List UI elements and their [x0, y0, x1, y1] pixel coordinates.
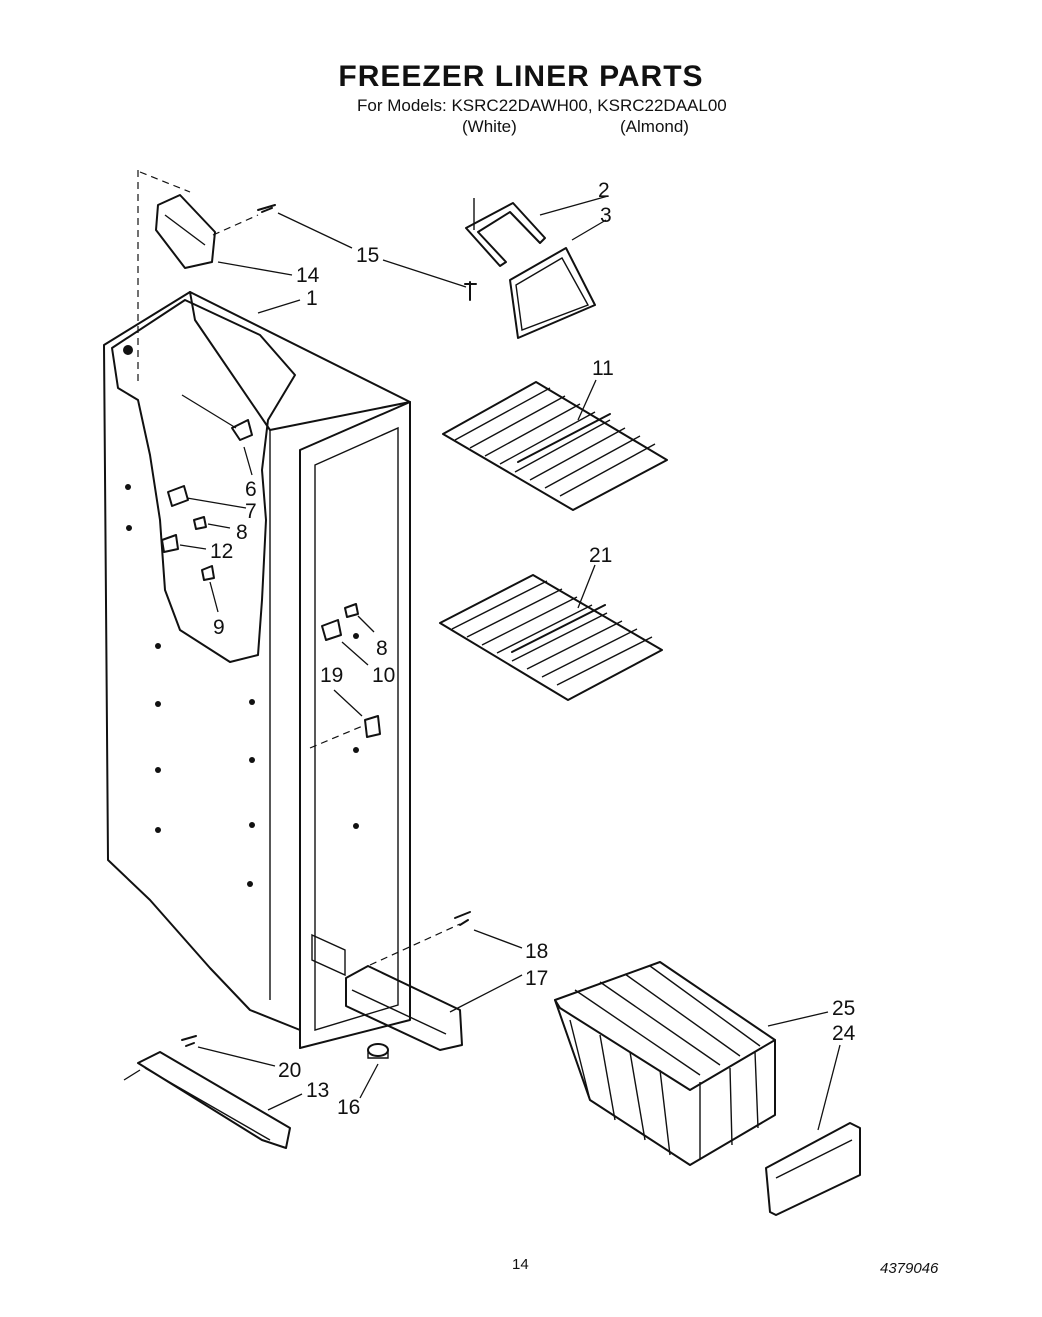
- page-title: FREEZER LINER PARTS: [338, 60, 704, 93]
- front-part-24: [765, 1122, 861, 1216]
- callout-14: 14: [296, 264, 320, 287]
- bracket-part-2: [465, 198, 546, 267]
- shelf-part-11: [442, 381, 668, 511]
- callout-8b: 8: [376, 637, 388, 660]
- models-line: For Models: KSRC22DAWH00, KSRC22DAAL00: [357, 96, 727, 115]
- page-number: 14: [512, 1256, 529, 1273]
- variant-white: (White): [462, 117, 517, 136]
- panel-part-3: [509, 247, 596, 339]
- callout-15: 15: [356, 244, 379, 267]
- callout-13: 13: [306, 1079, 329, 1102]
- basket-part-25: [554, 961, 776, 1166]
- callout-21: 21: [589, 544, 612, 567]
- bracket-part-14: [137, 170, 259, 385]
- callout-labels: 2 3 15 14 1 11 6 7 8 12 21 9 8 10 19 18 …: [210, 179, 856, 1119]
- callout-16: 16: [337, 1096, 360, 1119]
- variant-almond: (Almond): [620, 117, 689, 136]
- grille-part-17: [345, 911, 471, 1051]
- callout-9: 9: [213, 616, 225, 639]
- shelf-part-21: [439, 574, 663, 701]
- rail-part-13: [123, 1035, 291, 1149]
- document-number: 4379046: [880, 1260, 939, 1277]
- freezer-liner: [103, 291, 411, 1049]
- leader-lines: [179, 195, 841, 1131]
- callout-1: 1: [306, 287, 318, 310]
- callout-20: 20: [278, 1059, 301, 1082]
- callout-11: 11: [592, 357, 614, 380]
- callout-18: 18: [525, 940, 548, 963]
- screw-part-15a: [257, 204, 276, 213]
- screw-part-15b: [464, 281, 477, 301]
- callout-3: 3: [600, 204, 612, 227]
- callout-10: 10: [372, 664, 395, 687]
- callout-24: 24: [832, 1022, 856, 1045]
- callout-6: 6: [245, 478, 257, 501]
- plug-part-16: [367, 1043, 389, 1059]
- callout-19: 19: [320, 664, 343, 687]
- callout-12: 12: [210, 540, 233, 563]
- liner-holes: [123, 345, 359, 887]
- callout-17: 17: [525, 967, 548, 990]
- wall-hardware: [161, 394, 381, 749]
- callout-8a: 8: [236, 521, 248, 544]
- callout-2: 2: [598, 179, 610, 202]
- callout-25: 25: [832, 997, 855, 1020]
- callout-7: 7: [245, 500, 257, 523]
